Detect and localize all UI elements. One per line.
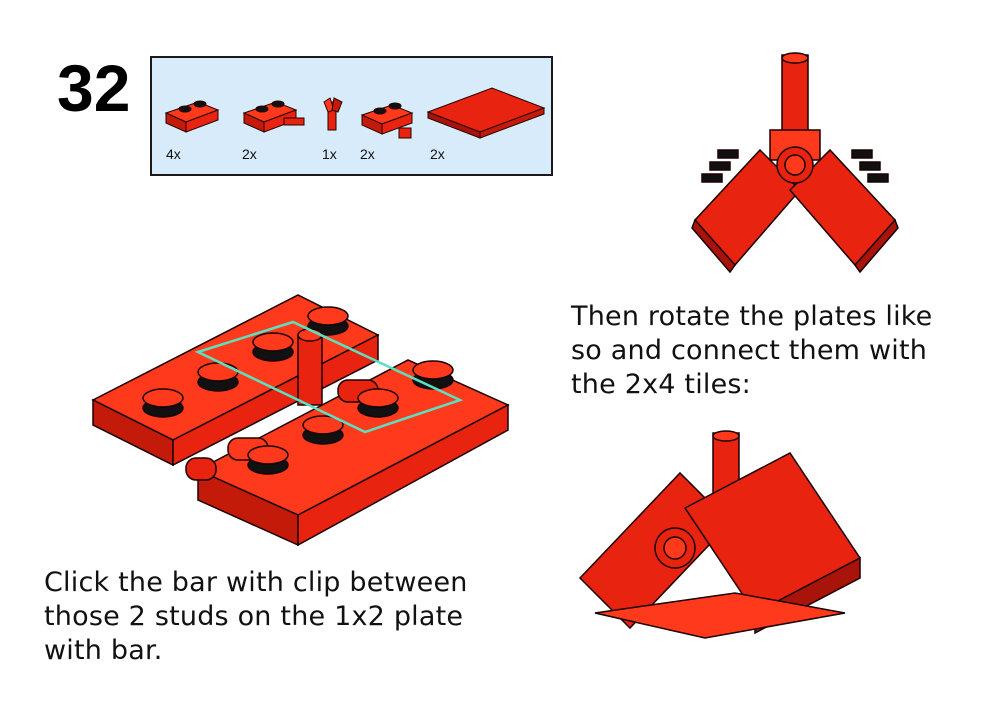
- parts-illustrations: [164, 87, 546, 139]
- rotated-plates-illustration: [691, 52, 899, 274]
- assembly-illustration-left: [91, 294, 510, 547]
- part-plate-1x2-clip-icon: [164, 100, 220, 133]
- part-qty: 1x: [322, 146, 337, 162]
- tiled-assembly-illustration: [578, 430, 862, 639]
- part-bar-clip-icon: [323, 97, 343, 131]
- part-qty: 4x: [166, 146, 181, 162]
- part-plate-side-clip-icon: [360, 102, 414, 139]
- caption-left: Click the bar with clip between those 2 …: [44, 567, 468, 666]
- step-number: 32: [57, 51, 131, 125]
- part-qty: 2x: [430, 146, 445, 162]
- part-plate-1x2-bar-icon: [242, 100, 305, 133]
- part-tile-2x4-icon: [426, 87, 546, 139]
- caption-right: Then rotate the plates like so and conne…: [571, 301, 933, 400]
- parts-list-box: 4x 2x 1x 2x 2x: [150, 56, 553, 176]
- part-qty: 2x: [360, 146, 375, 162]
- part-qty: 2x: [242, 146, 257, 162]
